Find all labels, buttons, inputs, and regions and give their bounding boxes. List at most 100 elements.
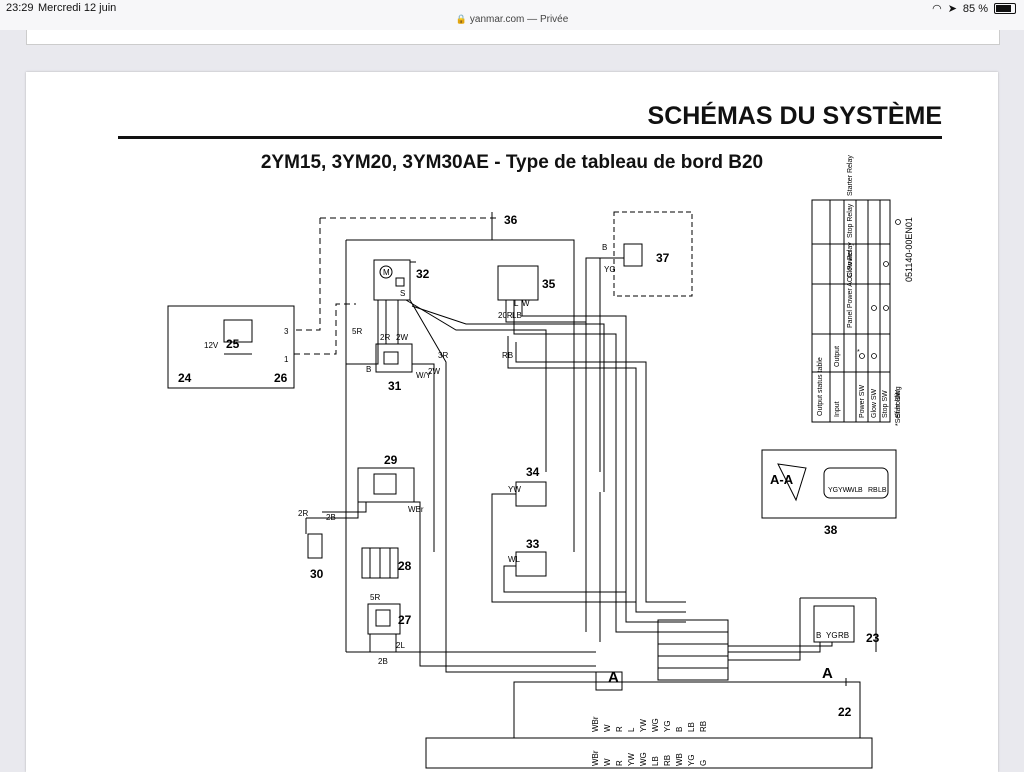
document-page[interactable]: SCHÉMAS DU SYSTÈME 2YM15, 3YM20, 3YM30AE… <box>26 72 998 772</box>
section-title: SCHÉMAS DU SYSTÈME <box>647 102 942 130</box>
label-34: 34 <box>526 465 540 479</box>
wire-5r: 5R <box>352 327 362 336</box>
row-stop-sw: Stop SW <box>882 390 889 418</box>
component-29 <box>357 467 415 503</box>
bottom-label-1: W <box>603 724 612 732</box>
wire-5r-27: 5R <box>370 593 380 602</box>
bottom-label-6: YG <box>663 720 672 732</box>
wire-2l: 2L <box>396 641 405 650</box>
bottom-label-7: B <box>675 727 684 732</box>
wire-m: M <box>383 268 390 277</box>
wire-wl: WL <box>508 555 521 564</box>
status-time: 23:29 <box>6 2 34 14</box>
bottom-label-2-8: YG <box>687 754 696 766</box>
bottom-label-8: LB <box>687 722 696 732</box>
wire-2w-b: 2W <box>428 367 440 376</box>
bottom-label-2-7: WB <box>675 753 684 766</box>
private-label: — Privée <box>527 14 569 25</box>
component-33 <box>515 551 547 577</box>
row-power-sw: Power SW <box>859 385 866 418</box>
label-22: 22 <box>838 705 852 719</box>
label-35: 35 <box>542 277 556 291</box>
status-icons: ◠ ➤ 85 % <box>932 2 1016 15</box>
wire-lb: LB <box>512 311 522 320</box>
page-subtitle: 2YM15, 3YM20, 3YM30AE - Type de tableau … <box>260 152 764 173</box>
pin38-label-5: LB <box>878 487 887 494</box>
wire-yw: YW <box>508 485 521 494</box>
section-a-left: A <box>608 669 619 686</box>
label-28: 28 <box>398 559 412 573</box>
bottom-label-0: WBr <box>591 716 600 732</box>
section-a-right: A <box>822 665 833 682</box>
wiring-diagram: 24 25 26 32 31 36 35 37 29 30 28 27 34 3… <box>167 155 914 769</box>
bottom-label-2-1: W <box>603 758 612 766</box>
table-title: Output status table <box>817 357 824 416</box>
wire-b-37: B <box>602 243 607 252</box>
wire-3: 3 <box>284 327 289 336</box>
wire-3r: 3R <box>438 351 448 360</box>
component-27 <box>367 603 401 635</box>
wire-w: W <box>522 299 530 308</box>
wire-2r-30: 2R <box>298 509 308 518</box>
connector-a-left <box>595 671 623 691</box>
main-connector <box>657 619 729 681</box>
pin38-label-2: WL <box>848 487 859 494</box>
wire-1: 1 <box>284 355 289 364</box>
figure-code: 051140-00EN01 <box>904 217 914 282</box>
battery-percent: 85 % <box>962 2 988 15</box>
label-32: 32 <box>416 267 430 281</box>
label-33: 33 <box>526 537 540 551</box>
label-30: 30 <box>310 567 324 581</box>
col-stop-relay: Stop Relay <box>847 203 854 238</box>
bottom-label-2-6: RB <box>663 755 672 766</box>
component-30 <box>307 533 323 559</box>
bottom-label-2-3: YW <box>627 753 636 766</box>
battery-box <box>167 305 295 389</box>
title-rule <box>118 136 942 139</box>
label-25: 25 <box>226 337 240 351</box>
table-output-label: Output <box>834 346 841 367</box>
col-panel-power: Panel Power ACC Power <box>847 250 854 328</box>
wire-rb-23: RB <box>838 631 849 640</box>
bottom-label-2-5: LB <box>651 756 660 766</box>
label-26: 26 <box>274 371 288 385</box>
bottom-label-2: R <box>615 726 624 732</box>
pin38-label-3: B <box>858 487 863 494</box>
wire-l: L <box>514 299 519 308</box>
lock-icon: 🔒 <box>455 14 467 24</box>
wire-2b: 2B <box>326 513 336 522</box>
wire-rb: RB <box>502 351 513 360</box>
wire-wy: W/Y <box>416 371 432 380</box>
wire-b-23: B <box>816 631 821 640</box>
table-footnote: *Self-holding <box>895 386 902 426</box>
component-22-lower <box>425 737 873 769</box>
wire-2r: 2R <box>380 333 390 342</box>
table-star: * <box>857 349 860 356</box>
bottom-label-9: RB <box>699 721 708 732</box>
col-starter-relay: Starter Relay <box>847 155 854 196</box>
wire-2w: 2W <box>396 333 408 342</box>
wire-12v: 12V <box>204 341 219 350</box>
status-date: Mercredi 12 juin <box>38 2 117 14</box>
wire-yg: YG <box>604 265 616 274</box>
col-glow-relay: Glow Relay <box>847 242 854 278</box>
address-bar[interactable]: 🔒yanmar.com — Privée <box>0 14 1024 25</box>
label-31: 31 <box>388 379 402 393</box>
component-35 <box>497 265 539 301</box>
previous-page-edge <box>26 30 1000 45</box>
wire-2b-27: 2B <box>378 657 388 666</box>
component-23 <box>813 605 855 643</box>
wifi-icon: ◠ <box>932 3 942 15</box>
label-37: 37 <box>656 251 670 265</box>
bottom-label-2-0: WBr <box>591 750 600 766</box>
pin38-label-4: RB <box>868 487 878 494</box>
pin38-label-1: YW <box>838 487 850 494</box>
wire-yg-23: YG <box>826 631 838 640</box>
component-37-box <box>613 211 693 297</box>
battery-symbol <box>223 319 253 343</box>
bottom-label-2-9: G <box>699 760 708 766</box>
table-input-label: Input <box>834 401 841 417</box>
dashed-ground-wire <box>294 218 321 331</box>
